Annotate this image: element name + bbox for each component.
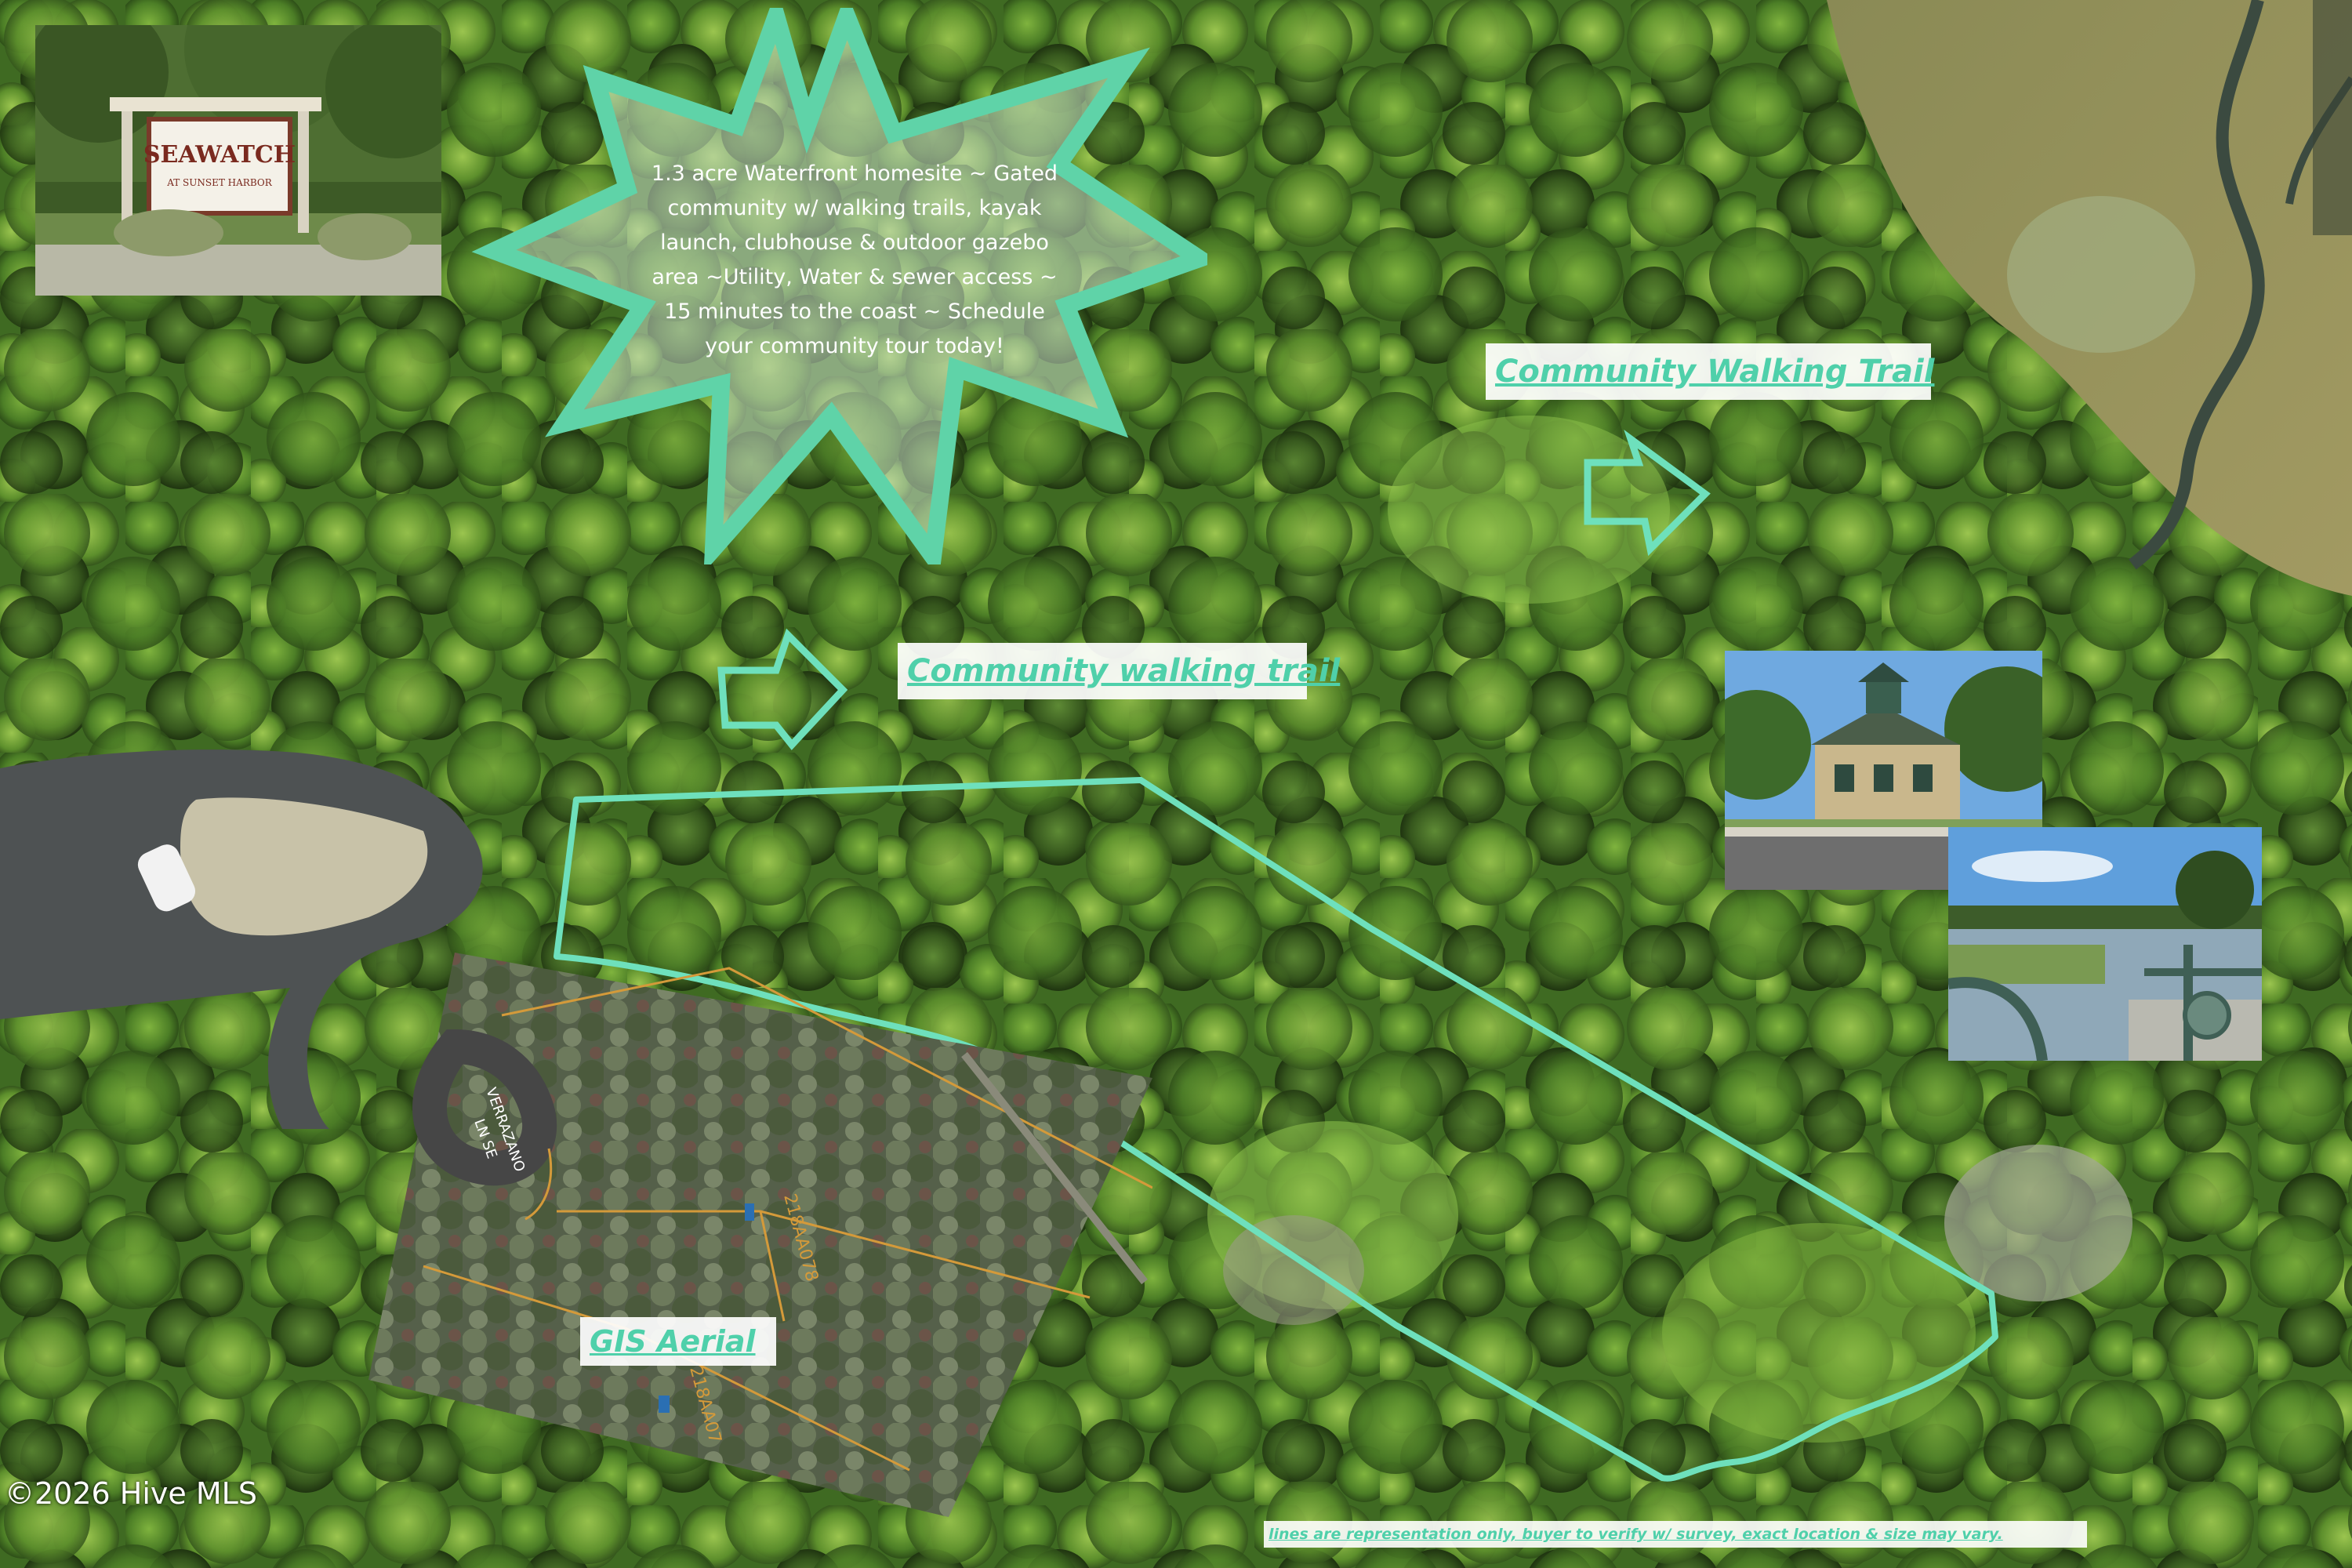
sign-subtitle: AT SUNSET HARBOR	[166, 177, 273, 188]
right-arrow-icon	[1584, 429, 1711, 557]
copyright-watermark: ©2026 Hive MLS	[5, 1476, 257, 1511]
disclaimer-note: lines are representation only, buyer to …	[1264, 1521, 2087, 1548]
listing-description: 1.3 acre Waterfront homesite ~ Gated com…	[651, 162, 1058, 358]
kayak-dock-photo	[1948, 827, 2262, 1061]
gis-aerial-map: VERRAZANO LN SE 218AA078 218AA07	[368, 953, 1153, 1517]
sign-name: SEAWATCH	[143, 141, 296, 169]
right-arrow-icon	[717, 628, 848, 750]
starburst-badge	[471, 8, 1207, 564]
community-walking-trail-label-upper: Community Walking Trail	[1486, 343, 1934, 400]
gis-aerial-label: GIS Aerial	[580, 1317, 776, 1366]
seawatch-sign-photo: SEAWATCH AT SUNSET HARBOR	[35, 25, 441, 296]
community-walking-trail-label-lower: Community walking trail	[898, 643, 1340, 699]
